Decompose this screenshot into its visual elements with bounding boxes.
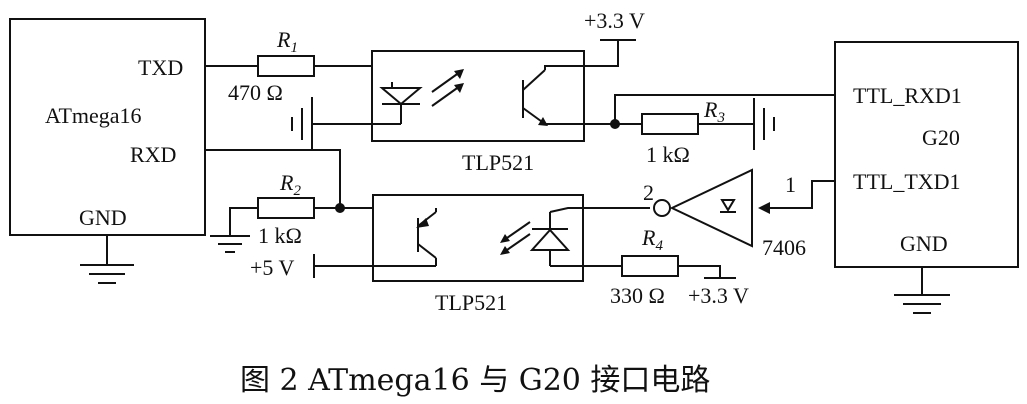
bottom-phototransistor-symbol bbox=[416, 208, 437, 266]
bottom-optocoupler-label: TLP521 bbox=[435, 290, 507, 315]
g20-ttl-txd-label: TTL_TXD1 bbox=[853, 169, 961, 194]
led-to-inverter-wire bbox=[549, 207, 650, 213]
r2-ground-symbol bbox=[210, 235, 250, 253]
mcu-ground-symbol bbox=[80, 235, 134, 284]
v33-bottom-label: +3.3 V bbox=[688, 283, 749, 308]
inverter-input-arrow-icon bbox=[758, 202, 770, 214]
top-ground-symbol-left bbox=[291, 97, 313, 150]
inverter-name-label: 7406 bbox=[762, 235, 806, 260]
g20-ground-symbol bbox=[894, 267, 950, 314]
atmega16-block bbox=[9, 18, 206, 236]
r1-resistor bbox=[257, 55, 315, 77]
r3-value: 1 kΩ bbox=[646, 142, 690, 167]
top-light-arrows-icon bbox=[431, 69, 464, 107]
figure-caption: 图 2 ATmega16 与 G20 接口电路 bbox=[240, 363, 710, 398]
v5-label: +5 V bbox=[250, 255, 295, 280]
r3-label: R3 bbox=[703, 97, 725, 126]
v33-top-label: +3.3 V bbox=[584, 8, 645, 33]
bottom-led-symbol bbox=[529, 212, 571, 266]
r3-resistor bbox=[641, 113, 699, 135]
inverter-pin-in-label: 1 bbox=[785, 172, 796, 197]
rxd-wire bbox=[205, 149, 341, 208]
g20-block bbox=[834, 41, 1019, 268]
r2-resistor bbox=[257, 197, 315, 219]
r2-label: R2 bbox=[279, 170, 301, 199]
r3-ground-symbol bbox=[753, 98, 775, 150]
ttl-rxd-wire bbox=[614, 94, 835, 124]
mcu-name-label: ATmega16 bbox=[45, 103, 142, 128]
ttl-txd-wire bbox=[768, 180, 835, 209]
top-led-symbol bbox=[379, 82, 423, 124]
r2-ground-wire bbox=[229, 207, 258, 236]
r1-value: 470 Ω bbox=[228, 80, 283, 105]
g20-ttl-rxd-label: TTL_RXD1 bbox=[853, 83, 962, 108]
r2-value: 1 kΩ bbox=[258, 223, 302, 248]
top-phototransistor-symbol bbox=[522, 69, 548, 126]
r1-label: R1 bbox=[276, 27, 298, 56]
r4-value: 330 Ω bbox=[610, 283, 665, 308]
r4-label: R4 bbox=[641, 225, 663, 254]
mcu-txd-pin-label: TXD bbox=[138, 55, 183, 80]
inverter-7406-symbol bbox=[653, 168, 753, 248]
inverter-pin-out-label: 2 bbox=[643, 180, 654, 205]
bottom-light-arrows-icon bbox=[500, 221, 531, 255]
mcu-rxd-pin-label: RXD bbox=[130, 142, 176, 167]
top-optocoupler-label: TLP521 bbox=[462, 150, 534, 175]
top-collector-wire bbox=[544, 40, 619, 70]
g20-name-label: G20 bbox=[922, 125, 960, 150]
r4-resistor bbox=[621, 255, 679, 277]
mcu-gnd-pin-label: GND bbox=[79, 205, 127, 230]
g20-gnd-label: GND bbox=[900, 231, 948, 256]
